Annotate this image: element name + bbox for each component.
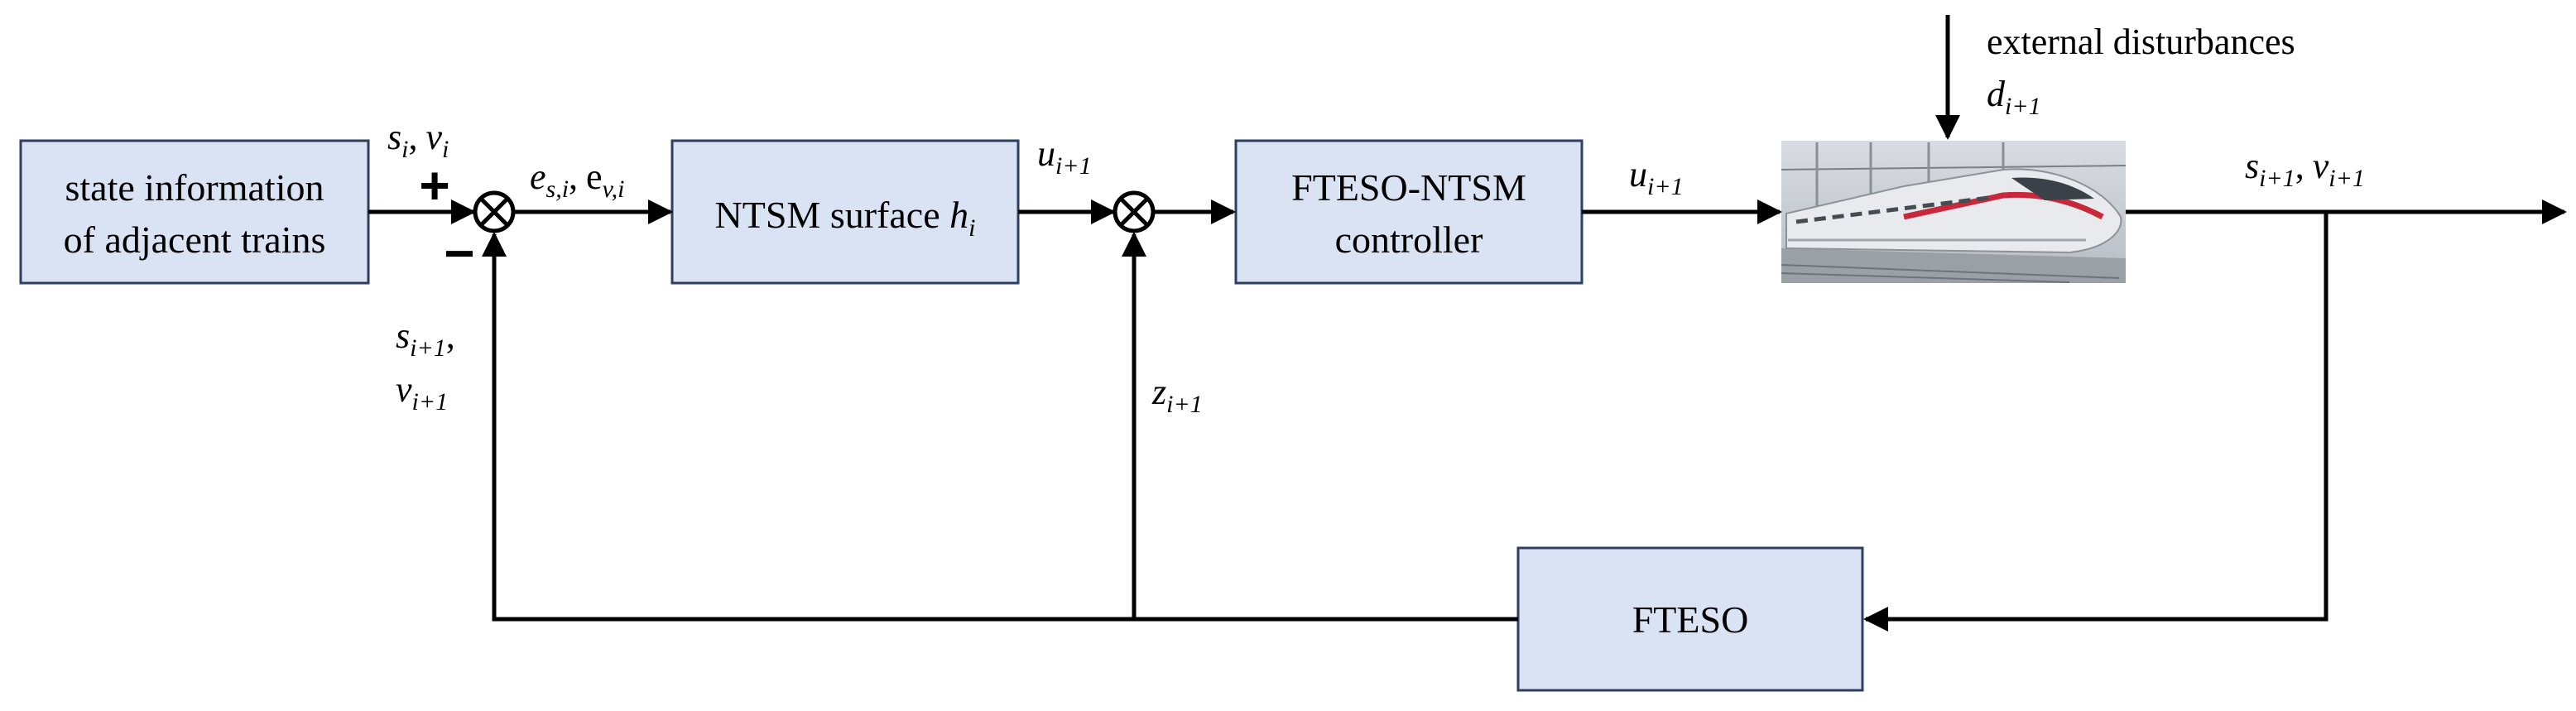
- fteso-label: FTESO: [1632, 598, 1749, 641]
- label-u-after-surface: ui+1: [1037, 133, 1092, 180]
- label-external-disturbances: external disturbances: [1987, 22, 2295, 62]
- label-z-estimate: zi+1: [1151, 372, 1203, 418]
- ntsm-surface-label: NTSM surface hi: [715, 194, 976, 242]
- controller-line-2: controller: [1335, 219, 1483, 261]
- fteso-observer-block: FTESO: [1516, 546, 1864, 692]
- minus-sign: −: [444, 223, 474, 283]
- controller-line-1: FTESO-NTSM: [1291, 166, 1526, 209]
- label-u-control-input: ui+1: [1629, 154, 1684, 200]
- state-information-line-1: state information: [65, 166, 324, 209]
- label-si-vi: si,vi: [387, 117, 449, 163]
- train-image: [1781, 141, 2127, 283]
- wire-fteso-feedback-to-sum1: [482, 232, 1518, 622]
- ntsm-surface-block: NTSM surface hi: [670, 139, 1020, 285]
- wire-output-to-fteso: [1863, 212, 2328, 632]
- state-information-block: state information of adjacent trains: [19, 139, 370, 285]
- label-output-states: si+1,vi+1: [2245, 146, 2365, 192]
- label-error-signals: es,i,ev,i: [530, 156, 625, 203]
- summing-junction-2: [1113, 190, 1156, 233]
- summing-junction-1: [473, 190, 516, 233]
- label-disturbance-d: di+1: [1987, 74, 2041, 120]
- state-information-line-2: of adjacent trains: [64, 219, 326, 261]
- plus-sign: +: [419, 156, 449, 215]
- fteso-ntsm-controller-block: FTESO-NTSM controller: [1234, 139, 1584, 285]
- label-feedback-v: vi+1: [396, 369, 448, 416]
- label-feedback-s: si+1,: [396, 315, 455, 362]
